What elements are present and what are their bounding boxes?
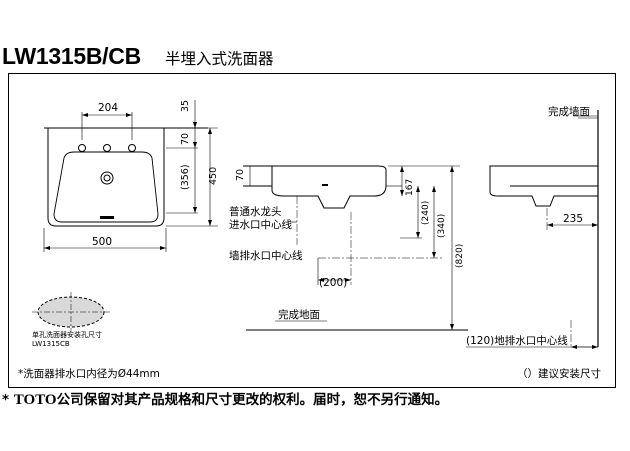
drawing-frame bbox=[8, 73, 616, 388]
footer-star: * bbox=[2, 392, 10, 408]
drain-diameter-note: *洗面器排水口内径为Ø44mm bbox=[18, 368, 160, 380]
dim-bottom-width: 500 bbox=[92, 236, 112, 248]
legend-note: （）建议安装尺寸 bbox=[517, 368, 601, 380]
label-floor-drain: (120)地排水口中心线 bbox=[466, 334, 568, 347]
front-view-outline bbox=[44, 127, 208, 227]
dim-235: 235 bbox=[563, 213, 583, 225]
label-faucet-line2: 进水口中心线 bbox=[229, 218, 292, 231]
dim-820: (820) bbox=[455, 244, 465, 268]
dim-167: 167 bbox=[405, 179, 415, 196]
dim-200: (200) bbox=[319, 277, 347, 289]
footer-disclaimer: * TOTO公司保留对其产品规格和尺寸更改的权利。届时，恕不另行通知。 bbox=[2, 388, 448, 409]
dim-top-offset: 35 bbox=[180, 100, 191, 112]
dim-total-depth: 450 bbox=[208, 167, 219, 185]
cutout-label-line1: 单孔洗面器安装孔尺寸 bbox=[32, 330, 102, 339]
brand-name: TOTO bbox=[13, 392, 57, 408]
model-number: LW1315B/CB bbox=[2, 43, 141, 69]
product-description: 半埋入式洗面器 bbox=[165, 50, 274, 68]
label-wall: 完成墙面 bbox=[548, 105, 590, 118]
dim-hole-offset: 70 bbox=[180, 133, 191, 145]
dim-240: (240) bbox=[421, 201, 431, 225]
cutout-label-line2: LW1315CB bbox=[32, 340, 70, 348]
dim-basin-depth: (356) bbox=[180, 164, 191, 190]
label-wall-drain: 墙排水口中心线 bbox=[229, 249, 303, 262]
footer-text: 公司保留对其产品规格和尺寸更改的权利。届时，恕不另行通知。 bbox=[56, 392, 449, 408]
label-faucet-line1: 普通水龙头 bbox=[229, 205, 282, 218]
label-floor: 完成地面 bbox=[278, 308, 320, 321]
dim-side-height: 70 bbox=[235, 169, 246, 181]
dim-340: (340) bbox=[437, 214, 447, 238]
dim-top-width: 204 bbox=[98, 102, 118, 114]
